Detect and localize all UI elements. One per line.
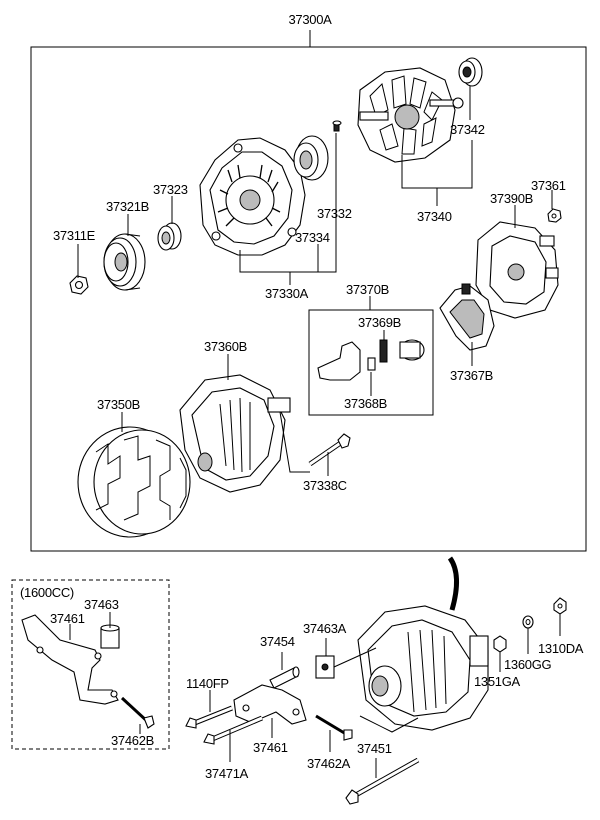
bolt-37338c [308,433,351,467]
option-1600cc-frame [11,579,170,750]
label-37321b: 37321B [106,199,149,214]
label-37361: 37361 [531,178,566,193]
assembly-label: 37300A [288,12,332,27]
bearing-37342 [458,57,483,87]
label-37463: 37463 [84,597,119,612]
leader-lines [69,86,561,778]
label-37462a: 37462A [307,756,351,771]
brush-holder-kit-frame [308,309,434,416]
bolt-1140fp [185,705,233,729]
brush-holder-37368b [317,341,376,381]
label-1351ga: 1351GA [474,674,521,689]
label-37334: 37334 [295,230,330,245]
label-37471a: 37471A [205,766,249,781]
label-37367b: 37367B [450,368,493,383]
label-37461: 37461 [253,740,288,755]
bushing-37463 [100,624,120,649]
rear-cover-37390b [475,221,559,319]
label-37342: 37342 [450,122,485,137]
stator-37350b [77,426,191,538]
label-37451: 37451 [357,741,392,756]
label-37311e: 37311E [53,228,96,243]
sleeve-37454 [269,666,300,689]
bracket-37461 [233,684,307,725]
bearing-37334 [293,135,329,181]
alternator-assembly-frame [30,46,587,552]
rotor-37340 [357,67,464,163]
label-37390b: 37390B [490,191,533,206]
bracket-37461-option [21,614,119,705]
pulley-37321b [103,233,146,291]
label-37332: 37332 [317,206,352,221]
label-37330a: 37330A [265,286,309,301]
label-37340: 37340 [417,209,452,224]
label-37462b: 37462B [111,733,154,748]
label-37463a: 37463A [303,621,347,636]
nut-37311e [69,275,89,295]
label-37338c: 37338C [303,478,347,493]
spacer-37323 [157,222,182,251]
alternator-complete [357,556,489,731]
regulator-37367b [439,283,495,351]
label-37323: 37323 [153,182,188,197]
front-housing-37330a [199,137,306,256]
label-37370b: 37370B [346,282,389,297]
label-37461-option: 37461 [50,611,85,626]
rear-housing-37360b [179,374,291,493]
brush-37369b [379,339,425,363]
bolt-37451 [345,757,420,805]
nut-1351ga [493,635,507,653]
label-37369b: 37369B [358,315,401,330]
bolt-37462b [120,696,155,729]
screw-37332 [332,120,342,132]
option-label: (1600CC) [20,585,74,600]
label-1360gg: 1360GG [504,657,552,672]
label-37350b: 37350B [97,397,140,412]
label-1140fp: 1140FP [186,676,229,691]
label-37454: 37454 [260,634,295,649]
washer-1360gg [522,615,534,629]
nut-37361 [547,208,562,223]
bolt-37471a [203,715,263,745]
label-37360b: 37360B [204,339,247,354]
label-37368b: 37368B [344,396,387,411]
label-1310da: 1310DA [538,641,584,656]
bolt-37462a [315,714,353,741]
nut-1310da [553,597,567,615]
bushing-37463a [315,655,335,679]
